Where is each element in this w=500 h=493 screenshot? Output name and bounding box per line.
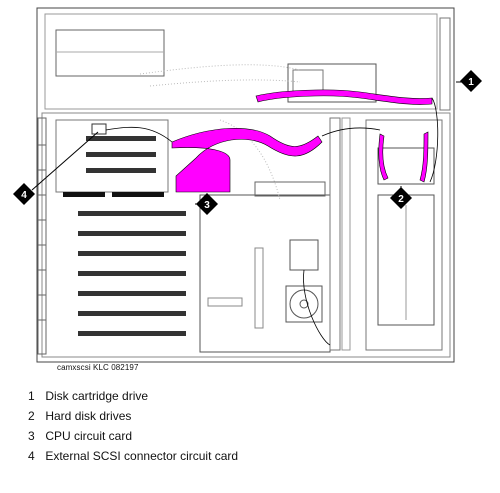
legend-label: Hard disk drives xyxy=(45,409,132,423)
cpu-fan xyxy=(285,285,323,323)
callout-4-label: 4 xyxy=(21,190,27,201)
legend-label: External SCSI connector circuit card xyxy=(45,449,239,463)
legend-number: 4 xyxy=(28,449,35,463)
callout-4-marker xyxy=(13,183,35,205)
legend-item-2: 2 Hard disk drives xyxy=(28,406,238,426)
external-scsi-connector-card xyxy=(91,123,107,135)
drive-bay xyxy=(44,13,438,110)
legend-item-1: 1 Disk cartridge drive xyxy=(28,386,238,406)
callout-2-label: 2 xyxy=(398,194,404,205)
legend-label: Disk cartridge drive xyxy=(45,389,149,403)
cpu-circuit-card xyxy=(199,194,331,353)
chassis-outline xyxy=(36,7,455,363)
scsi-cable xyxy=(255,89,433,105)
legend-label: CPU circuit card xyxy=(45,429,133,443)
legend-list: 1 Disk cartridge drive 2 Hard disk drive… xyxy=(28,386,238,466)
callout-3-marker xyxy=(196,193,218,215)
callout-2-marker xyxy=(390,187,412,209)
legend-number: 1 xyxy=(28,389,35,403)
legend-number: 3 xyxy=(28,429,35,443)
hard-disk-drive-bay xyxy=(377,147,435,185)
legend-number: 2 xyxy=(28,409,35,423)
callout-1-label: 1 xyxy=(468,77,474,88)
callout-1-marker xyxy=(460,70,482,92)
computer-chassis-diagram: 1 2 3 4 xyxy=(13,7,482,363)
figure-caption: camxscsi KLC 082197 xyxy=(57,363,139,372)
legend-item-4: 4 External SCSI connector circuit card xyxy=(28,446,238,466)
callout-3-label: 3 xyxy=(204,200,210,211)
ribbon-cable xyxy=(171,128,323,193)
disk-cartridge-drive xyxy=(287,63,377,103)
legend-item-3: 3 CPU circuit card xyxy=(28,426,238,446)
